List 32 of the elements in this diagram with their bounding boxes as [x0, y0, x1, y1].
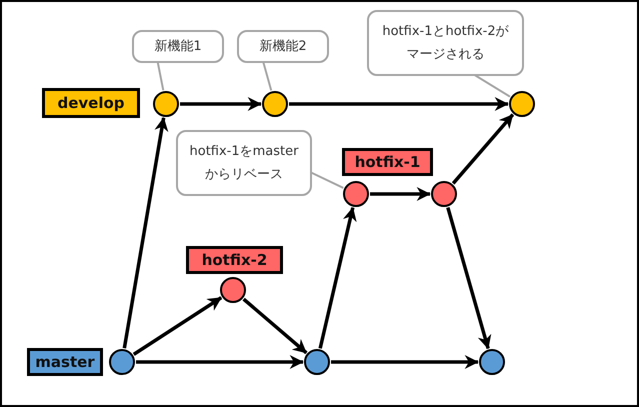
commit-circle: [479, 349, 505, 375]
arrow: [331, 355, 479, 369]
leader-line: [472, 73, 511, 98]
arrow: [318, 206, 357, 349]
branch-label: hotfix-2: [186, 246, 283, 274]
commit-circle: [431, 181, 457, 207]
arrow: [136, 355, 304, 369]
branch-label: develop: [42, 88, 140, 118]
commit-circle: [153, 91, 179, 117]
commit-circle: [343, 181, 369, 207]
speech-bubble: hotfix-1とhotfix-2がマージされる: [367, 10, 524, 76]
arrow: [132, 296, 222, 356]
commit-circle: [220, 277, 246, 303]
arrow: [370, 187, 431, 201]
arrow: [122, 117, 168, 348]
commit-circle: [109, 349, 135, 375]
commit-circle: [509, 91, 535, 117]
arrow: [289, 97, 509, 111]
branch-label: hotfix-1: [342, 148, 433, 176]
commit-circle: [262, 91, 288, 117]
arrow: [452, 113, 514, 185]
speech-bubble: 新機能2: [237, 30, 329, 63]
leader-line: [310, 171, 344, 189]
arrow: [242, 298, 308, 354]
speech-bubble: hotfix-1をmasterからリベース: [176, 130, 312, 196]
arrow: [180, 97, 262, 111]
leader-line: [262, 60, 272, 91]
leader-line: [156, 60, 164, 90]
commit-circle: [304, 349, 330, 375]
branch-label: master: [27, 348, 103, 376]
arrow: [446, 206, 492, 350]
speech-bubble: 新機能1: [132, 30, 224, 63]
